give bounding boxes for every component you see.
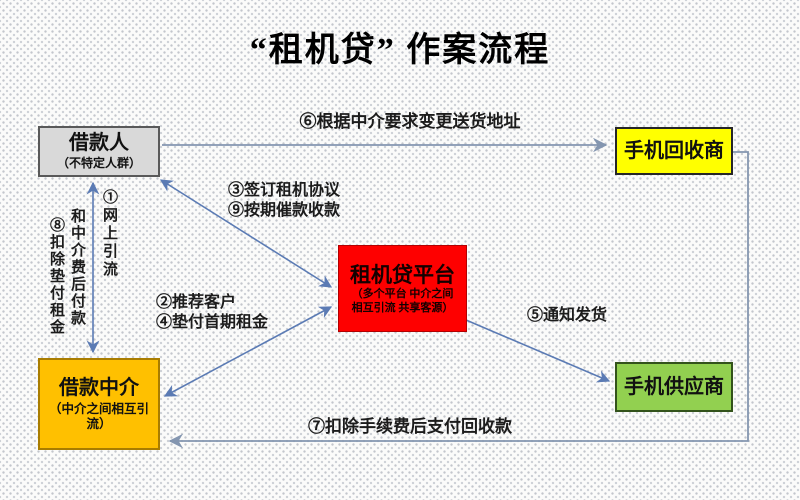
node-rental-loan-platform: 租机贷平台 （多个平台 中介之间 相互引流 共享客源）	[338, 245, 467, 332]
node-borrower-subtitle: （不特定人群）	[56, 156, 141, 171]
edge-label-step2-step4: ②推荐客户 ④垫付首期租金	[156, 293, 268, 333]
node-borrower: 借款人 （不特定人群）	[38, 126, 160, 177]
node-phone-supplier-name: 手机供应商	[624, 375, 724, 398]
edge-label-step8-column1: ⑧扣除垫付租金	[48, 217, 64, 336]
arrow-step5	[465, 319, 611, 383]
node-platform-subtitle-line1: （多个平台 中介之间	[351, 287, 454, 300]
edge-label-step7: ⑦扣除手续费后支付回收款	[308, 417, 512, 436]
arrow-step7	[168, 151, 749, 449]
node-phone-recycler-name: 手机回收商	[624, 139, 724, 162]
edge-label-step3-step9: ③签订租机协议 ⑨按期催款收款	[228, 181, 340, 221]
edge-label-step4: ④垫付首期租金	[156, 314, 269, 331]
node-phone-supplier: 手机供应商	[615, 362, 733, 412]
arrow-step3-step9	[159, 179, 333, 288]
node-platform-name: 租机贷平台	[350, 262, 455, 287]
node-loan-agent-name: 借款中介	[59, 377, 139, 400]
edge-label-step8-column2: 和中介费后付款	[69, 208, 85, 327]
edge-label-step3: ③签订租机协议	[228, 182, 341, 199]
node-platform-subtitle-line2: 相互引流 共享客源）	[351, 301, 454, 314]
edge-label-step2: ②推荐客户	[156, 294, 237, 311]
node-phone-recycler: 手机回收商	[615, 127, 733, 175]
node-loan-agent: 借款中介 （中介之间相互引流）	[38, 358, 160, 450]
edge-label-step9: ⑨按期催款收款	[228, 202, 341, 219]
node-borrower-name: 借款人	[69, 132, 129, 155]
edge-label-step6: ⑥根据中介要求变更送货地址	[299, 112, 521, 131]
arrow-step2-step4	[163, 306, 333, 397]
node-loan-agent-subtitle: （中介之间相互引流）	[48, 402, 149, 431]
edge-label-step1: ①网上引流	[101, 189, 117, 279]
diagram-title: “租机贷” 作案流程	[249, 32, 551, 69]
edge-label-step5: ⑤通知发货	[527, 307, 608, 324]
